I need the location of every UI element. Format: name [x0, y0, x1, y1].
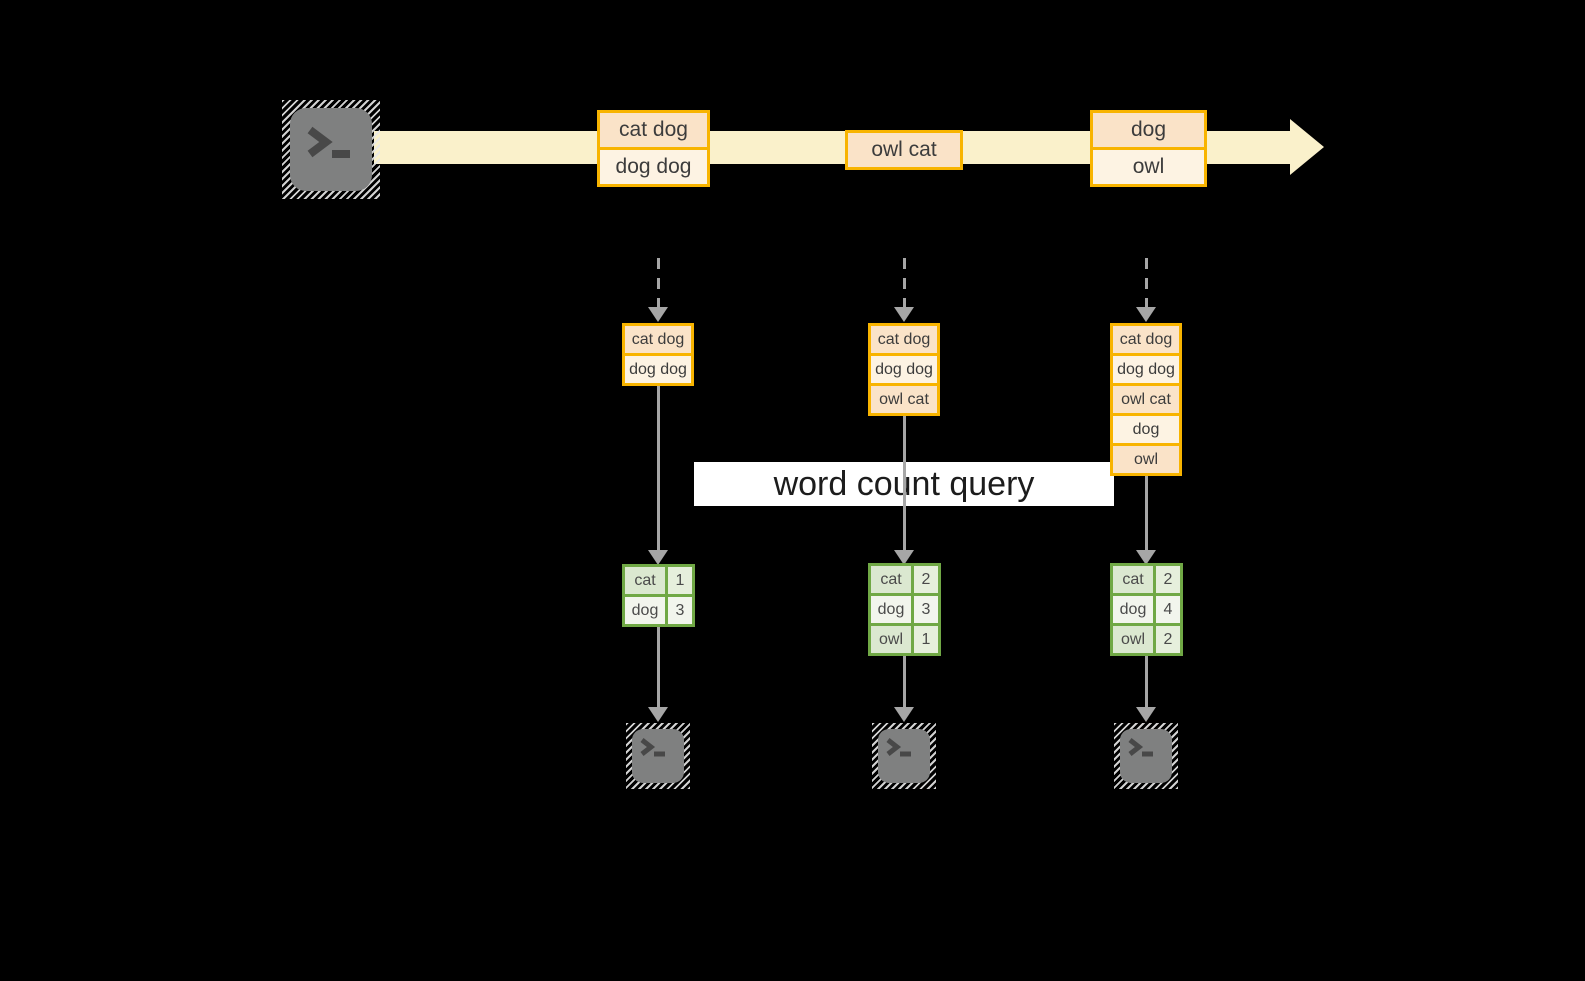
count-row: dog 4 [1113, 596, 1180, 623]
count-cell: 2 [914, 566, 938, 593]
stream-batch-3-box: dog owl [1090, 110, 1207, 187]
prompt-icon [886, 738, 911, 757]
state-item: dog dog [625, 356, 691, 383]
terminal-body [1120, 729, 1172, 783]
dashed-arrow-head [648, 307, 668, 322]
state-item: owl [1113, 446, 1179, 473]
state-item: cat dog [871, 326, 937, 353]
word-cell: dog [1113, 596, 1153, 623]
terminal-body [290, 108, 372, 191]
batch-item: owl cat [848, 133, 960, 167]
count-cell: 4 [1156, 596, 1180, 623]
dashed-arrow-line [1144, 258, 1148, 307]
state-item: dog dog [1113, 356, 1179, 383]
word-cell: owl [1113, 626, 1153, 653]
count-row: cat 1 [625, 567, 692, 594]
count-row: dog 3 [625, 597, 692, 624]
query-arrow-line [1144, 476, 1148, 550]
sink-terminal-icon [626, 723, 690, 789]
state-item: cat dog [1113, 326, 1179, 353]
batch-item: cat dog [600, 113, 707, 147]
dashed-arrow-head [894, 307, 914, 322]
source-terminal-icon [282, 100, 380, 199]
dashed-arrow-head [1136, 307, 1156, 322]
prompt-icon [1128, 738, 1153, 757]
word-cell: owl [871, 626, 911, 653]
count-row: cat 2 [1113, 566, 1180, 593]
state-item: owl cat [1113, 386, 1179, 413]
query-arrow-line [902, 416, 906, 550]
state-item: dog [1113, 416, 1179, 443]
sink-terminal-icon [1114, 723, 1178, 789]
input-state-table-2: cat dog dog dog owl cat [868, 323, 940, 416]
count-cell: 1 [914, 626, 938, 653]
terminal-body [632, 729, 684, 783]
query-arrow-head [894, 550, 914, 565]
word-cell: cat [1113, 566, 1153, 593]
word-cell: dog [625, 597, 665, 624]
input-state-table-1: cat dog dog dog [622, 323, 694, 386]
dashed-arrow-line [656, 258, 660, 307]
batch-item: dog dog [600, 150, 707, 184]
dashed-arrow-line [902, 258, 906, 307]
counts-table-3: cat 2 dog 4 owl 2 [1110, 563, 1183, 656]
input-state-table-3: cat dog dog dog owl cat dog owl [1110, 323, 1182, 476]
sink-terminal-icon [872, 723, 936, 789]
count-row: dog 3 [871, 596, 938, 623]
counts-table-2: cat 2 dog 3 owl 1 [868, 563, 941, 656]
count-cell: 2 [1156, 626, 1180, 653]
input-stream-arrowhead [1290, 119, 1324, 175]
count-row: owl 1 [871, 626, 938, 653]
state-item: cat dog [625, 326, 691, 353]
prompt-icon [640, 738, 665, 757]
counts-table-1: cat 1 dog 3 [622, 564, 695, 627]
count-cell: 2 [1156, 566, 1180, 593]
sink-arrow-head [1136, 707, 1156, 722]
query-arrow-head [1136, 550, 1156, 565]
terminal-body [878, 729, 930, 783]
word-cell: dog [871, 596, 911, 623]
count-cell: 1 [668, 567, 692, 594]
count-row: owl 2 [1113, 626, 1180, 653]
state-item: owl cat [871, 386, 937, 413]
stream-batch-1-box: cat dog dog dog [597, 110, 710, 187]
sink-arrow-line [1144, 656, 1148, 707]
word-cell: cat [871, 566, 911, 593]
stream-batch-2-box: owl cat [845, 130, 963, 170]
sink-arrow-head [894, 707, 914, 722]
count-cell: 3 [914, 596, 938, 623]
prompt-icon [307, 126, 350, 158]
sink-arrow-line [902, 656, 906, 707]
query-arrow-line [656, 386, 660, 550]
batch-item: owl [1093, 150, 1204, 184]
batch-item: dog [1093, 113, 1204, 147]
count-cell: 3 [668, 597, 692, 624]
sink-arrow-line [656, 627, 660, 707]
state-item: dog dog [871, 356, 937, 383]
count-row: cat 2 [871, 566, 938, 593]
sink-arrow-head [648, 707, 668, 722]
query-arrow-head [648, 550, 668, 565]
word-cell: cat [625, 567, 665, 594]
